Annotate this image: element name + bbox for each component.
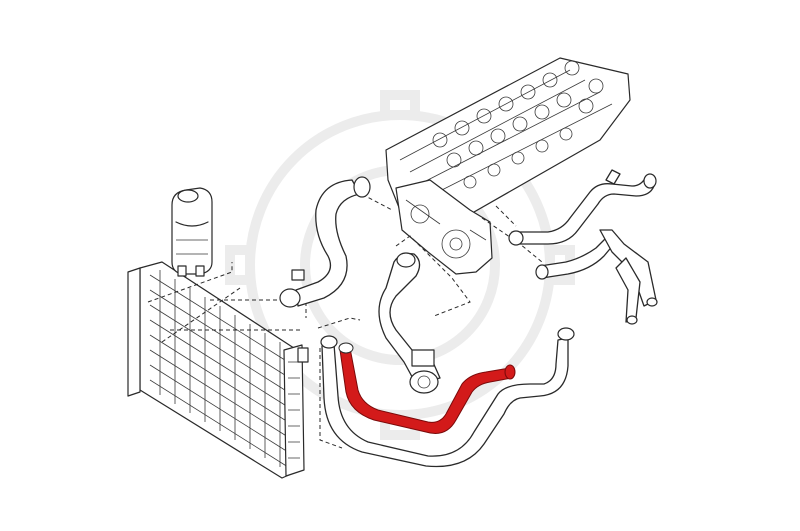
expansion-tank [171,187,213,277]
highlighted-hose [338,342,516,434]
leader-lines [147,187,543,449]
cylinder-head [385,57,631,275]
coolant-pipe-upper [508,169,657,246]
thermostat-hose [378,252,441,394]
radiator [127,261,309,479]
lower-radiator-hose [320,327,575,468]
upper-radiator-hose [279,176,371,308]
coolant-pipe-lower [535,229,658,325]
